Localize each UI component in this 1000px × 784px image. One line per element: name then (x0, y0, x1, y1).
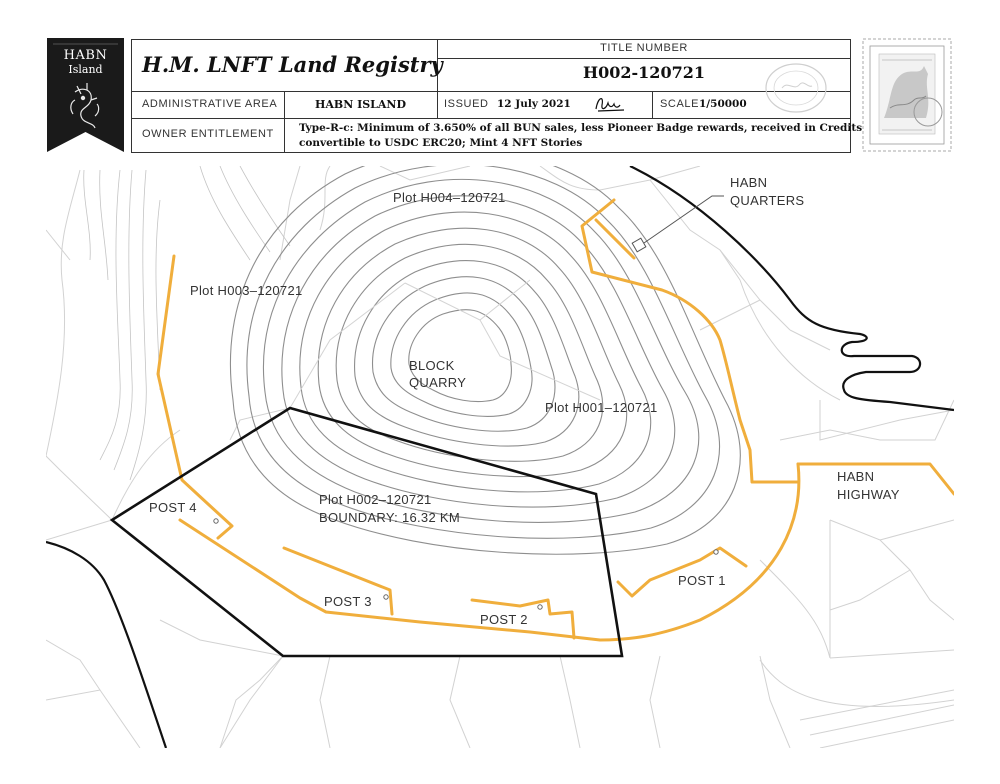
hill-contours (229, 166, 741, 555)
habn-quarters-marker (631, 195, 724, 253)
scale-value: 1/50000 (699, 98, 747, 110)
registry-seal-icon (765, 63, 827, 113)
admin-label-divider (284, 91, 285, 153)
road-post2 (470, 598, 576, 640)
parcel-lines (46, 166, 954, 748)
signature-icon (595, 98, 625, 112)
habn-quarters-label-line-2: QUARTERS (730, 193, 805, 208)
habn-island-badge: HABN Island (47, 38, 124, 152)
block-quarry-label-line-2: QUARRY (409, 375, 467, 390)
road-west (156, 254, 234, 540)
issued-date: 12 July 2021 (497, 98, 571, 110)
habn-highway-label-line-2: HIGHWAY (837, 487, 900, 502)
quarry-survey-lines (289, 279, 601, 409)
post-4-label: POST 4 (149, 500, 197, 515)
post-3-marker (383, 594, 389, 600)
postage-stamp-icon (862, 38, 952, 152)
post-1-label: POST 1 (678, 573, 726, 588)
plot-h001-label: Plot H001–120721 (545, 400, 658, 415)
road-post1 (616, 546, 748, 598)
title-number-value: H002-120721 (583, 63, 705, 82)
post-markers (213, 518, 719, 610)
owner-entitlement-line-2: convertible to USDC ERC20; Mint 4 NFT St… (299, 137, 583, 149)
administrative-area-value: HABN ISLAND (314, 98, 407, 111)
coastline-southwest (46, 540, 168, 748)
post-1-marker (713, 549, 719, 555)
post-2-label: POST 2 (480, 612, 528, 627)
road-habn-quarters (580, 198, 800, 484)
habn-quarters-label-line-1: HABN (730, 175, 768, 190)
plot-h002-label: Plot H002–120721 (319, 492, 432, 507)
owner-entitlement-line-1: Type-R-c: Minimum of 3.650% of all BUN s… (299, 122, 888, 134)
registry-title: H.M. LNFT Land Registry (142, 52, 443, 77)
block-quarry-label-line-1: BLOCK (409, 358, 455, 373)
road-habn-highway (796, 462, 954, 496)
header-row-divider-1 (131, 91, 851, 92)
post-2-marker (537, 604, 543, 610)
post-3-label: POST 3 (324, 594, 372, 609)
badge-shape (47, 38, 124, 152)
minor-contours (83, 166, 291, 481)
badge-line-2: Island (68, 63, 103, 76)
title-header-table (131, 39, 851, 153)
road-quarters-spur (594, 218, 636, 260)
road-network (156, 198, 954, 642)
coastline (629, 166, 954, 412)
road-post3 (282, 546, 394, 616)
title-number-label: TITLE NUMBER (600, 42, 688, 54)
issued-label: ISSUED (444, 98, 489, 110)
administrative-area-label: ADMINISTRATIVE AREA (142, 98, 278, 110)
dragon-emblem-icon (70, 83, 100, 129)
post-4-marker (213, 518, 219, 524)
plot-h003-label: Plot H003–120721 (190, 283, 303, 298)
boundary-length-label: BOUNDARY: 16.32 KM (319, 510, 460, 525)
plot-h002-boundary (109, 406, 624, 658)
owner-entitlement-label: OWNER ENTITLEMENT (142, 128, 274, 140)
registry-divider (437, 39, 438, 118)
badge-line-1: HABN (63, 48, 108, 63)
habn-highway-label-line-1: HABN (837, 469, 875, 484)
title-number-divider (437, 58, 851, 59)
scale-label: SCALE (660, 98, 700, 110)
scale-divider (652, 91, 653, 118)
plot-h004-label: Plot H004–120721 (393, 190, 506, 205)
header-row-divider-2 (131, 118, 851, 119)
road-main-curve (178, 462, 801, 642)
